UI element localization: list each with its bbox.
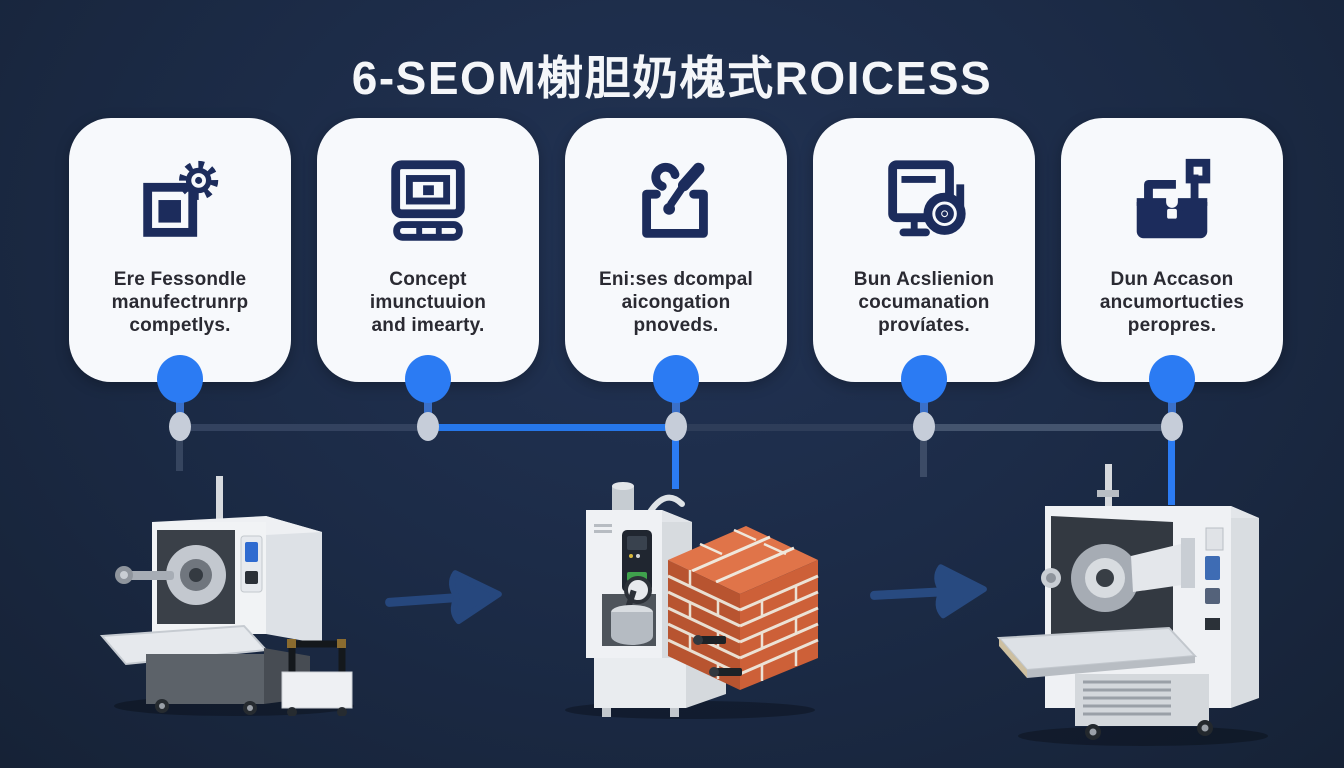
step-label-2: Concept imunctuuion and imearty.: [369, 269, 487, 337]
step-card-1: Ere Fessondle manufectrunrp competlys.: [69, 118, 291, 382]
timeline-stem-bottom-3: [672, 431, 679, 489]
timeline-node-3: [653, 355, 699, 403]
step-card-4: Bun Acslienion cocumanation províates.: [813, 118, 1035, 382]
right-arrow-1: [385, 570, 502, 625]
right-arrow-2: [870, 564, 987, 619]
timeline-segment-2: [428, 424, 676, 431]
mixing-machine-with-brick-cube-photo: [565, 482, 819, 719]
document-gear-icon: [125, 148, 235, 256]
edge-polishing-machine-photo: [99, 476, 354, 716]
step-card-2: Concept imunctuuion and imearty.: [317, 118, 539, 382]
step-card-5: Dun Accason ancumortucties peropres.: [1061, 118, 1283, 382]
timeline-junction-5: [1161, 412, 1183, 441]
monitor-keyboard-icon: [373, 148, 483, 256]
timeline-node-2: [405, 355, 451, 403]
page-title: 6-SEOM榭胆奶槐式ROICESS: [351, 52, 993, 104]
timeline-segment-4: [924, 424, 1172, 431]
step-label-4: Bun Acslienion cocumanation províates.: [853, 269, 995, 337]
monitor-disc-icon: [869, 148, 979, 256]
step-label-5: Dun Accason ancumortucties peropres.: [1099, 269, 1245, 337]
timeline-junction-1: [169, 412, 191, 441]
timeline-segment-1: [180, 424, 428, 431]
timeline-stem-bottom-5: [1168, 431, 1175, 505]
timeline-stem-bottom-4: [920, 431, 927, 477]
step-label-3: Eni:ses dcompal aicongation pnoveds.: [599, 269, 753, 337]
timeline-stem-bottom-1: [176, 431, 183, 471]
timeline-junction-2: [417, 412, 439, 441]
timeline-segment-3: [676, 424, 924, 431]
box-screwdriver-icon: [621, 148, 731, 256]
step-card-3: Eni:ses dcompal aicongation pnoveds.: [565, 118, 787, 382]
timeline-junction-4: [913, 412, 935, 441]
timeline-node-5: [1149, 355, 1195, 403]
pressing-machine-photo: [996, 464, 1268, 746]
step-label-1: Ere Fessondle manufectrunrp competlys.: [111, 269, 249, 337]
timeline-junction-3: [665, 412, 687, 441]
timeline-node-4: [901, 355, 947, 403]
toolbox-flag-icon: [1117, 148, 1227, 256]
timeline-node-1: [157, 355, 203, 403]
